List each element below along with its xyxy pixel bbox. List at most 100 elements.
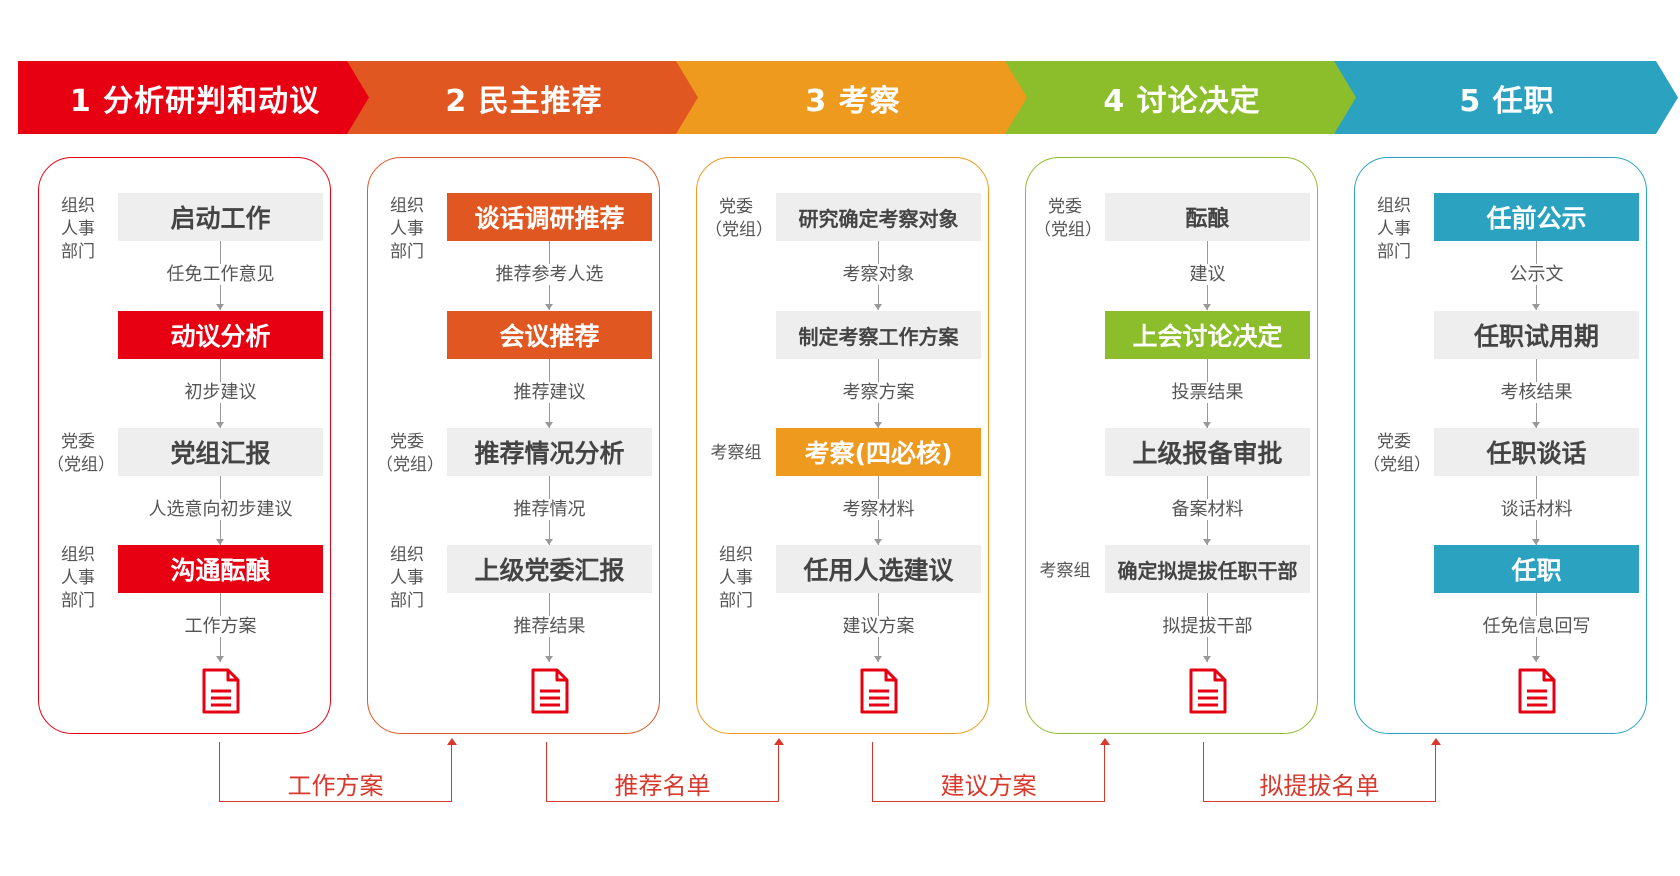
step-inspection-plan: 制定考察工作方案 (776, 311, 981, 359)
step-superior-report: 上级党委汇报 (447, 545, 652, 593)
connector: 考察材料 (776, 476, 981, 545)
arrow-up-icon (1431, 738, 1441, 745)
connector: 考察对象 (776, 241, 981, 310)
stage-3-title: 3 考察 (805, 83, 901, 119)
stage-5-label-3: 党委 （党组） (1363, 432, 1431, 475)
step-communicate: 沟通酝酿 (118, 545, 323, 593)
stage-4-label-1: 党委 （党组） (1034, 197, 1102, 240)
connector: 建议 (1105, 241, 1310, 310)
handoff-label: 工作方案 (287, 772, 384, 800)
stage-4-arrow: 4 讨论决定 (1005, 61, 1359, 134)
step-probation: 任职试用期 (1434, 311, 1639, 359)
connector: 推荐结果 (447, 593, 652, 662)
connector-label: 备案材料 (1169, 499, 1246, 520)
step-determine-candidates: 研究确定考察对象 (776, 193, 981, 241)
document-icon (1189, 668, 1227, 714)
handoff-label: 建议方案 (940, 772, 1037, 800)
connector: 推荐参考人选 (447, 241, 652, 310)
stage-4-panel (1025, 157, 1318, 734)
stage-3-label-1: 党委 （党组） (705, 197, 773, 240)
stage-1-label-1: 组织 人事 部门 (61, 196, 95, 262)
connector-label: 推荐建议 (511, 382, 588, 403)
connector: 推荐建议 (447, 359, 652, 428)
connector-label: 考察材料 (840, 499, 917, 520)
step-party-report: 党组汇报 (118, 428, 323, 476)
connector-label: 考察方案 (840, 382, 917, 403)
connector-label: 推荐结果 (511, 616, 588, 637)
connector-label: 人选意向初步建议 (146, 499, 295, 520)
step-appointment-suggestion: 任用人选建议 (776, 545, 981, 593)
step-public-notice: 任前公示 (1434, 193, 1639, 241)
stage-2-label-3: 党委 （党组） (376, 432, 444, 475)
connector: 工作方案 (118, 593, 323, 662)
handoff-label: 推荐名单 (614, 772, 711, 800)
connector-label: 推荐情况 (511, 499, 588, 520)
connector: 建议方案 (776, 593, 981, 662)
step-inspection: 考察(四必核) (776, 428, 981, 476)
handoff-label: 拟提拔名单 (1259, 772, 1380, 800)
connector: 谈话材料 (1434, 476, 1639, 545)
stage-2-label-4: 组织 人事 部门 (390, 545, 424, 611)
connector: 推荐情况 (447, 476, 652, 545)
stage-1-label-3: 党委 （党组） (47, 432, 115, 475)
stage-5-panel (1354, 157, 1647, 734)
handoff-promotion-list: 拟提拔名单 (1203, 738, 1441, 802)
document-icon (202, 668, 240, 714)
connector-label: 推荐参考人选 (493, 264, 606, 285)
stage-1-title: 1 分析研判和动议 (69, 83, 321, 119)
connector: 任免信息回写 (1434, 593, 1639, 662)
handoff-recommend-list: 推荐名单 (546, 738, 784, 802)
step-superior-approval: 上级报备审批 (1105, 428, 1310, 476)
stage-2-panel (367, 157, 660, 734)
stage-1-arrow: 1 分析研判和动议 (18, 61, 372, 134)
stage-2-title: 2 民主推荐 (445, 83, 603, 119)
connector: 公示文 (1434, 241, 1639, 310)
connector-label: 任免信息回写 (1480, 616, 1593, 637)
step-meeting-decision: 上会讨论决定 (1105, 311, 1310, 359)
stage-2-label-1: 组织 人事 部门 (390, 196, 424, 262)
connector: 任免工作意见 (118, 241, 323, 310)
stage-5-arrow: 5 任职 (1334, 61, 1678, 134)
stage-4-label-4: 考察组 (1039, 561, 1091, 581)
step-appointment-talk: 任职谈话 (1434, 428, 1639, 476)
connector-label: 建议 (1187, 264, 1228, 285)
connector: 初步建议 (118, 359, 323, 428)
connector-label: 考察对象 (840, 264, 917, 285)
stage-1-label-4: 组织 人事 部门 (61, 545, 95, 611)
arrow-up-icon (774, 738, 784, 745)
stage-3-label-3: 考察组 (710, 443, 762, 463)
step-confirm-promotion: 确定拟提拔任职干部 (1105, 545, 1310, 593)
document-icon (860, 668, 898, 714)
connector: 备案材料 (1105, 476, 1310, 545)
stage-1-panel (38, 157, 331, 734)
document-icon (531, 668, 569, 714)
arrow-up-icon (1100, 738, 1110, 745)
connector-label: 拟提拔干部 (1160, 616, 1255, 637)
connector: 考察方案 (776, 359, 981, 428)
step-appointment: 任职 (1434, 545, 1639, 593)
connector-label: 谈话材料 (1498, 499, 1575, 520)
connector: 人选意向初步建议 (118, 476, 323, 545)
connector-label: 投票结果 (1169, 382, 1246, 403)
connector: 投票结果 (1105, 359, 1310, 428)
step-motion-analysis: 动议分析 (118, 311, 323, 359)
connector: 考核结果 (1434, 359, 1639, 428)
document-icon (1518, 668, 1556, 714)
arrow-up-icon (447, 738, 457, 745)
connector-label: 初步建议 (182, 382, 259, 403)
step-deliberate: 酝酿 (1105, 193, 1310, 241)
handoff-work-plan: 工作方案 (219, 738, 457, 802)
handoff-suggestion-plan: 建议方案 (872, 738, 1110, 802)
step-start-work: 启动工作 (118, 193, 323, 241)
stage-2-arrow: 2 民主推荐 (347, 61, 701, 134)
stage-5-title: 5 任职 (1459, 83, 1555, 119)
connector-label: 建议方案 (840, 616, 917, 637)
step-meeting-recommend: 会议推荐 (447, 311, 652, 359)
step-interview-recommend: 谈话调研推荐 (447, 193, 652, 241)
connector-label: 工作方案 (182, 616, 259, 637)
connector-label: 公示文 (1507, 264, 1566, 285)
connector-label: 考核结果 (1498, 382, 1575, 403)
stage-5-label-1: 组织 人事 部门 (1377, 196, 1411, 262)
connector-label: 任免工作意见 (164, 264, 277, 285)
stage-4-title: 4 讨论决定 (1103, 83, 1261, 119)
